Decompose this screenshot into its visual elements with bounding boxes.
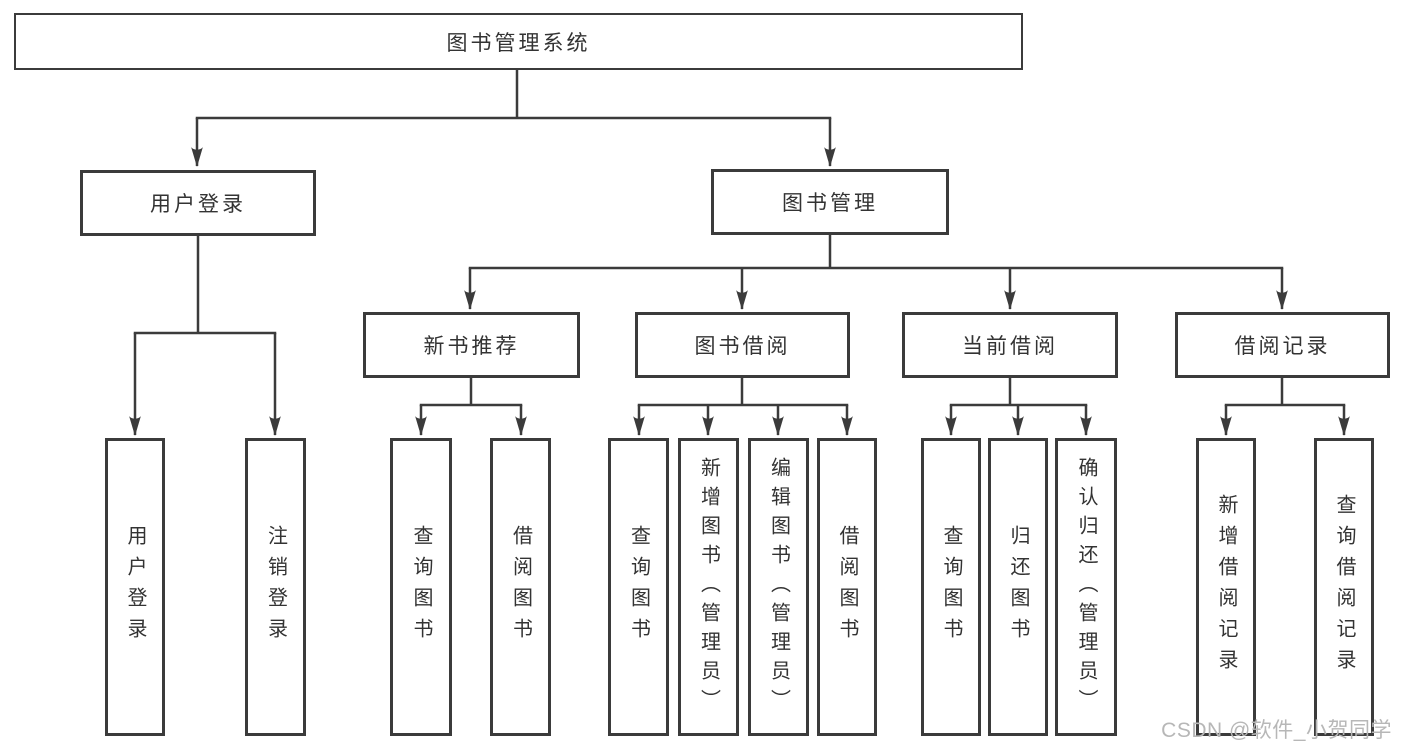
leaf-borrow-book-2-label: 借阅图书	[836, 525, 858, 649]
leaf-borrow-book-1-label: 借阅图书	[509, 525, 532, 649]
leaf-query-books-2-label: 查询图书	[627, 525, 650, 649]
node-borrow-records-label: 借阅记录	[1234, 335, 1331, 358]
node-current-borrow: 当前借阅	[902, 312, 1118, 378]
leaf-return-book: 归还图书	[988, 438, 1048, 736]
leaf-edit-book-admin-label: 编辑图书（管理员）	[767, 456, 790, 718]
leaf-query-borrow-record-label: 查询借阅记录	[1333, 494, 1355, 680]
csdn-watermark: CSDN @软件_小贺同学	[1161, 719, 1392, 742]
leaf-edit-book-admin: 编辑图书（管理员）	[748, 438, 809, 736]
leaf-borrow-book-2: 借阅图书	[817, 438, 877, 736]
leaf-return-book-label: 归还图书	[1007, 525, 1029, 649]
leaf-query-borrow-record: 查询借阅记录	[1314, 438, 1374, 736]
leaf-query-books-1: 查询图书	[390, 438, 452, 736]
node-library-system: 图书管理系统	[14, 13, 1023, 70]
leaf-add-borrow-record: 新增借阅记录	[1196, 438, 1256, 736]
node-user-login: 用户登录	[80, 170, 316, 236]
node-book-borrow: 图书借阅	[635, 312, 850, 378]
node-book-borrow-label: 图书借阅	[694, 335, 791, 358]
leaf-query-books-3: 查询图书	[921, 438, 981, 736]
leaf-query-books-2: 查询图书	[608, 438, 669, 736]
leaf-confirm-return-admin: 确认归还（管理员）	[1055, 438, 1117, 736]
node-new-book-recommend: 新书推荐	[363, 312, 580, 378]
leaf-borrow-book-1: 借阅图书	[490, 438, 551, 736]
leaf-add-book-admin-label: 新增图书（管理员）	[697, 456, 720, 718]
node-new-book-recommend-label: 新书推荐	[423, 335, 520, 358]
node-current-borrow-label: 当前借阅	[962, 335, 1058, 358]
leaf-query-books-1-label: 查询图书	[410, 525, 432, 649]
node-user-login-label: 用户登录	[150, 193, 246, 216]
node-borrow-records: 借阅记录	[1175, 312, 1390, 378]
node-book-management: 图书管理	[711, 169, 949, 235]
leaf-logout: 注销登录	[245, 438, 306, 736]
node-book-management-label: 图书管理	[782, 192, 878, 215]
leaf-add-borrow-record-label: 新增借阅记录	[1215, 494, 1237, 680]
leaf-add-book-admin: 新增图书（管理员）	[678, 438, 739, 736]
leaf-logout-label: 注销登录	[264, 525, 287, 649]
leaf-confirm-return-admin-label: 确认归还（管理员）	[1075, 456, 1097, 718]
node-library-system-label: 图书管理系统	[446, 31, 591, 55]
leaf-user-login-label: 用户登录	[124, 525, 146, 649]
leaf-query-books-3-label: 查询图书	[940, 525, 962, 649]
leaf-user-login: 用户登录	[105, 438, 165, 736]
